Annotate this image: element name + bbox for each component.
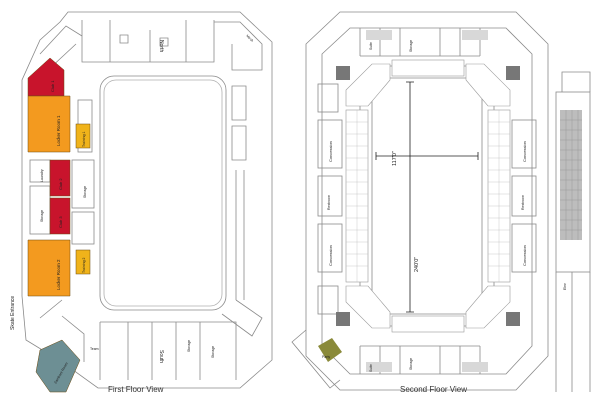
north-east-rooms — [214, 21, 263, 161]
party-label: Party — [322, 355, 330, 359]
club-2-room — [49, 159, 71, 197]
south-east-diagonal — [221, 299, 263, 337]
east-annex-lower — [555, 272, 591, 392]
east-corridor — [235, 170, 245, 300]
club-1-room — [27, 57, 65, 97]
north-label: North — [158, 40, 164, 52]
suite-shade-bottom-left — [366, 362, 392, 372]
elev-label: Elev — [563, 283, 567, 290]
seating-rows-east — [488, 110, 510, 282]
suite-shade-top-right — [462, 30, 488, 40]
seating-north-east — [465, 63, 511, 107]
second-floor-seating — [345, 59, 511, 333]
south-west-wing — [291, 329, 341, 389]
first-floor-rink-inner — [103, 79, 223, 307]
east-annex-grid-lines — [560, 110, 582, 240]
restroom-east-label: Restroom — [521, 195, 525, 210]
seating-north — [391, 59, 465, 77]
locker-room-2-label: Locker Room 2 — [56, 259, 61, 290]
storage-north-label: Storage — [409, 40, 413, 52]
east-annex-top — [561, 71, 591, 92]
south-west-diagonal — [39, 299, 85, 362]
stairs-south-west — [336, 312, 350, 326]
party-area — [318, 338, 342, 362]
suite-north-label: Suite — [369, 42, 373, 50]
locker-room-1 — [27, 95, 71, 153]
stairs-south-east — [506, 312, 520, 326]
zamboni-room — [35, 339, 81, 393]
stairs-north-west — [336, 66, 350, 80]
first-floor-caption: First Floor View — [108, 385, 164, 394]
top-suites — [359, 28, 481, 57]
south-label: South — [158, 350, 164, 363]
west-storage-4 — [71, 211, 95, 245]
south-block-walls — [99, 321, 237, 380]
mech-label: Mech — [245, 34, 254, 43]
second-floor-caption: Second Floor View — [400, 385, 467, 394]
seating-north-west — [345, 63, 391, 107]
length-dimension-label: 240'0" — [414, 257, 420, 272]
skate-entrance-label: Skate Entrance — [10, 296, 16, 330]
club-3-room — [49, 197, 71, 235]
concession-west-2 — [317, 175, 343, 217]
training-2-label: Training 2 — [82, 258, 86, 273]
restroom-west-label: Restroom — [327, 195, 331, 210]
concession-east-3-label: Concession — [522, 245, 527, 266]
bottom-suites — [359, 345, 481, 374]
laundry-label: Laundry — [40, 169, 44, 182]
storage-label-south-east: Storage — [211, 346, 215, 358]
restroom-south-west — [317, 285, 339, 315]
length-dimension-line — [406, 81, 414, 313]
concession-east-1 — [511, 119, 537, 169]
storage-label-west: Storage — [40, 210, 44, 222]
concession-east-1-label: Concession — [522, 141, 527, 162]
concession-east-2 — [511, 175, 537, 217]
suite-south-label: Suite — [369, 364, 373, 372]
seating-south-west — [345, 285, 391, 329]
width-dimension-label: 117'0" — [392, 151, 398, 166]
west-storage-3 — [71, 159, 95, 209]
concession-west-3 — [317, 223, 343, 273]
club-1-label: Club 1 — [50, 80, 55, 92]
second-floor-inner-concourse — [321, 27, 533, 375]
storage-label-south: Storage — [187, 340, 191, 352]
stairs-north-east — [506, 66, 520, 80]
rink-octagon — [359, 65, 495, 327]
club-3-label: Club 3 — [58, 216, 63, 228]
team-label: Team — [90, 347, 99, 351]
restroom-north-west — [317, 83, 339, 113]
concession-west-3-label: Concession — [328, 245, 333, 266]
second-floor-rink — [371, 77, 483, 315]
training-2-room — [75, 249, 91, 275]
suite-shade-bottom-right — [462, 362, 488, 372]
east-annex-grid — [560, 110, 582, 240]
locker-room-2 — [27, 239, 71, 297]
seating-south — [391, 315, 465, 333]
first-floor-rink — [99, 75, 227, 311]
concession-west-1 — [317, 119, 343, 169]
training-1-room — [75, 123, 91, 149]
north-block-walls — [81, 20, 215, 63]
width-dimension-line — [375, 152, 479, 160]
concession-east-3 — [511, 223, 537, 273]
training-1-label: Training 1 — [82, 132, 86, 147]
suite-shade-top-left — [366, 30, 392, 40]
east-annex — [555, 91, 591, 273]
second-floor-outline — [305, 11, 549, 391]
storage-south-label: Storage — [409, 358, 413, 370]
seating-south-east — [465, 285, 511, 329]
club-2-label: Club 2 — [58, 178, 63, 190]
locker-room-1-label: Locker Room 1 — [56, 115, 61, 146]
seating-rows-west — [346, 110, 368, 282]
concession-west-1-label: Concession — [328, 141, 333, 162]
storage-label-center: Storage — [83, 186, 87, 198]
